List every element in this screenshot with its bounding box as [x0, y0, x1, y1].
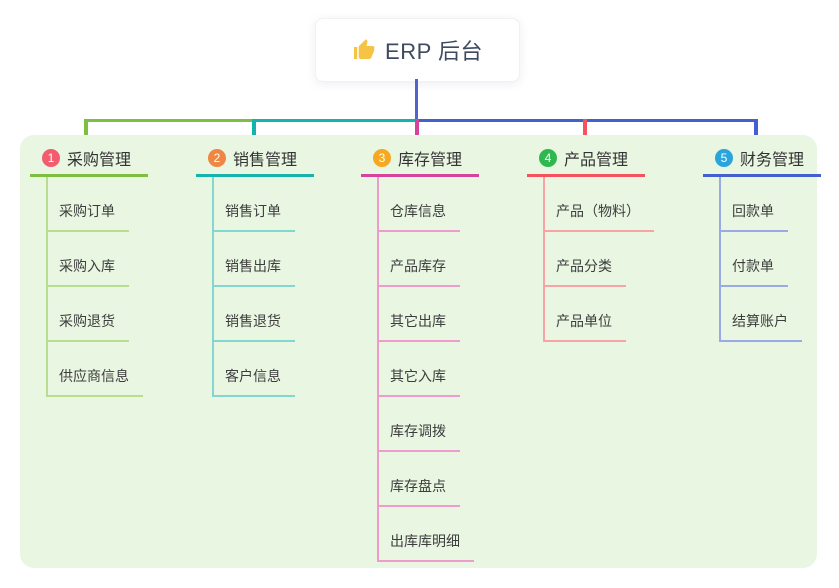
mindmap-item: 回款单	[721, 177, 821, 232]
branch-items: 产品（物料） 产品分类产品单位	[543, 177, 654, 342]
item-label[interactable]: 仓库信息	[379, 201, 460, 232]
branch-title-3[interactable]: 3 库存管理	[361, 141, 479, 177]
mindmap-item: 产品（物料）	[545, 177, 654, 232]
branch-title-label: 财务管理	[740, 151, 805, 169]
item-label[interactable]: 销售退货	[214, 311, 295, 342]
mindmap-item: 销售退货	[214, 287, 314, 342]
branch-title-5[interactable]: 5 财务管理	[703, 141, 821, 177]
bus-line-3	[417, 119, 758, 122]
branch-1: 1 采购管理采购订单采购入库采购退货供应商信息	[30, 141, 148, 397]
mindmap-item: 采购订单	[48, 177, 148, 232]
mindmap-item: 采购退货	[48, 287, 148, 342]
item-label[interactable]: 产品分类	[545, 256, 626, 287]
mindmap-item: 库存盘点	[379, 452, 479, 507]
branches-panel	[20, 135, 817, 568]
root-stem-line	[415, 79, 418, 122]
branch-title-1[interactable]: 1 采购管理	[30, 141, 148, 177]
thumbs-up-icon	[352, 38, 376, 62]
branch-number-badge: 2	[208, 148, 226, 167]
branch-items: 回款单付款单结算账户	[719, 177, 821, 342]
root-node[interactable]: ERP 后台	[315, 18, 520, 82]
branch-title-2[interactable]: 2 销售管理	[196, 141, 314, 177]
mindmap-item: 其它出库	[379, 287, 479, 342]
item-label[interactable]: 供应商信息	[48, 366, 143, 397]
branch-3: 3 库存管理仓库信息产品库存其它出库其它入库库存调拨库存盘点出库库明细	[361, 141, 479, 562]
branch-number-badge: 5	[715, 148, 733, 167]
item-label[interactable]: 产品单位	[545, 311, 626, 342]
mindmap-item: 供应商信息	[48, 342, 148, 397]
branch-title-label: 库存管理	[398, 151, 463, 169]
branch-items: 仓库信息产品库存其它出库其它入库库存调拨库存盘点出库库明细	[377, 177, 479, 562]
branch-title-label: 销售管理	[233, 151, 298, 169]
item-label[interactable]: 库存盘点	[379, 476, 460, 507]
item-label[interactable]: 库存调拨	[379, 421, 460, 452]
mindmap-item: 销售订单	[214, 177, 314, 232]
branch-title-label: 采购管理	[67, 151, 132, 169]
item-label[interactable]: 出库库明细	[379, 531, 474, 562]
mindmap-item: 销售出库	[214, 232, 314, 287]
branch-2: 2 销售管理销售订单销售出库销售退货客户信息	[196, 141, 314, 397]
item-label[interactable]: 回款单	[721, 201, 788, 232]
branch-title-label: 产品管理	[564, 151, 629, 169]
item-label[interactable]: 采购入库	[48, 256, 129, 287]
item-label[interactable]: 采购退货	[48, 311, 129, 342]
item-label[interactable]: 客户信息	[214, 366, 295, 397]
mindmap-item: 产品单位	[545, 287, 654, 342]
branch-items: 采购订单采购入库采购退货供应商信息	[46, 177, 148, 397]
mindmap-item: 产品分类	[545, 232, 654, 287]
item-label[interactable]: 产品（物料）	[545, 201, 654, 232]
item-label[interactable]: 其它出库	[379, 311, 460, 342]
branch-number-badge: 3	[373, 148, 391, 167]
item-label[interactable]: 付款单	[721, 256, 788, 287]
mindmap-item: 结算账户	[721, 287, 821, 342]
item-label[interactable]: 采购订单	[48, 201, 129, 232]
mindmap-item: 其它入库	[379, 342, 479, 397]
bus-line-1	[85, 119, 255, 122]
branch-title-4[interactable]: 4 产品管理	[527, 141, 645, 177]
mindmap-item: 产品库存	[379, 232, 479, 287]
branch-number-badge: 1	[42, 148, 60, 167]
item-label[interactable]: 其它入库	[379, 366, 460, 397]
mindmap-item: 采购入库	[48, 232, 148, 287]
mindmap-item: 出库库明细	[379, 507, 479, 562]
branch-4: 4 产品管理产品（物料） 产品分类产品单位	[527, 141, 654, 342]
branch-number-badge: 4	[539, 148, 557, 167]
item-label[interactable]: 产品库存	[379, 256, 460, 287]
item-label[interactable]: 销售出库	[214, 256, 295, 287]
root-label: ERP 后台	[385, 39, 483, 64]
bus-line-2	[253, 119, 418, 122]
mindmap-item: 仓库信息	[379, 177, 479, 232]
branch-5: 5 财务管理回款单付款单结算账户	[703, 141, 821, 342]
mindmap-item: 库存调拨	[379, 397, 479, 452]
mindmap-item: 付款单	[721, 232, 821, 287]
branch-items: 销售订单销售出库销售退货客户信息	[212, 177, 314, 397]
item-label[interactable]: 销售订单	[214, 201, 295, 232]
mindmap-item: 客户信息	[214, 342, 314, 397]
item-label[interactable]: 结算账户	[721, 311, 802, 342]
